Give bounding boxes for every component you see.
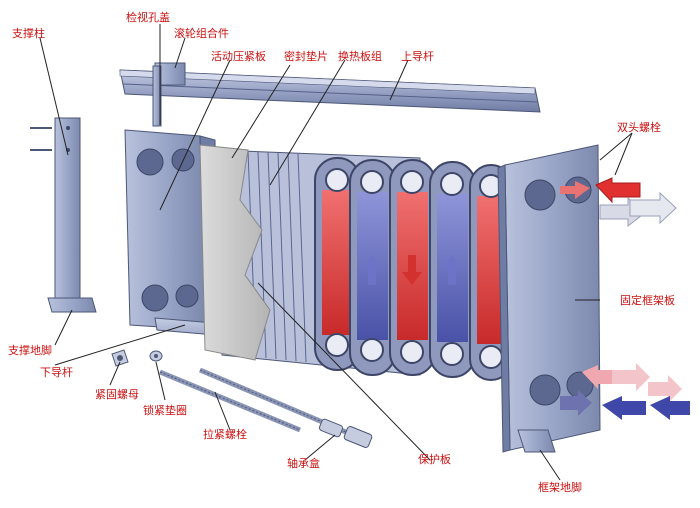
label-bearing-box: 轴承盒 <box>287 457 320 470</box>
label-roller-assembly: 滚轮组合件 <box>174 27 229 40</box>
frame-foot <box>517 429 556 453</box>
tie-bolt-short <box>159 369 301 433</box>
lock-washer <box>149 350 163 362</box>
bearing-box <box>318 418 373 448</box>
label-tie-bolt: 拉紧螺栓 <box>203 428 247 441</box>
label-lower-guide-bar: 下导杆 <box>40 366 73 379</box>
label-double-end-stud: 双头螺栓 <box>617 121 661 134</box>
heat-transfer-plate-1 <box>314 157 361 371</box>
label-plate-pack: 换热板组 <box>338 50 382 63</box>
fixed-frame-plate <box>497 144 601 453</box>
flow-arrows <box>560 177 690 420</box>
roller-assembly <box>152 62 186 127</box>
label-protective-plate: 保护板 <box>418 453 451 466</box>
heat-transfer-plate-2 <box>349 159 396 376</box>
label-upper-guide-bar: 上导杆 <box>401 50 434 63</box>
heat-transfer-plate-4 <box>429 161 476 378</box>
label-fixed-frame-plate: 固定框架板 <box>620 294 675 307</box>
label-lock-washer: 锁紧垫圈 <box>143 404 187 417</box>
label-support-column: 支撑柱 <box>12 27 45 40</box>
heat-transfer-plate-3 <box>389 159 436 376</box>
upper-guide-bar <box>119 69 541 113</box>
label-movable-pressure-plate: 活动压紧板 <box>211 50 266 63</box>
label-lock-nut: 紧固螺母 <box>95 388 139 401</box>
label-gasket: 密封垫片 <box>284 50 328 63</box>
label-inspection-cover: 检视孔盖 <box>126 11 170 24</box>
label-frame-foot: 框架地脚 <box>538 481 582 494</box>
lock-nut <box>111 349 129 367</box>
support-column <box>30 117 97 313</box>
label-support-foot: 支撑地脚 <box>8 344 52 357</box>
leader-lines <box>39 24 633 481</box>
protective-plate <box>199 144 271 361</box>
